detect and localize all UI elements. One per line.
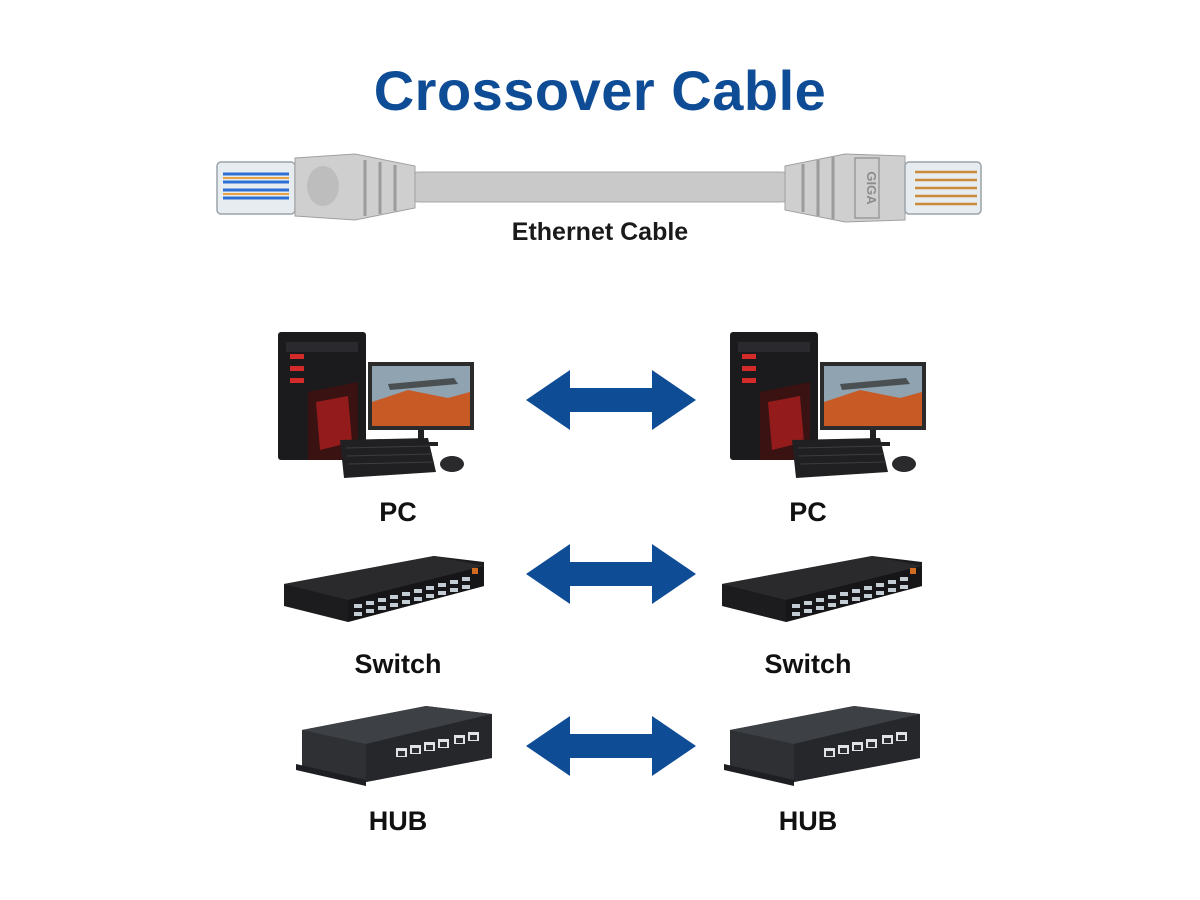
cable-label: Ethernet Cable — [511, 218, 689, 246]
switch-left-label: Switch — [354, 649, 442, 679]
page-title: Crossover Cable — [373, 59, 827, 122]
cable-boot-text: GIGA — [864, 171, 879, 205]
double-arrow-icon — [526, 716, 696, 776]
pc-right-image — [730, 332, 927, 479]
ethernet-cable-image: GIGA — [216, 153, 982, 223]
double-arrow-icon — [526, 544, 696, 604]
hub-left-image — [296, 706, 492, 786]
hub-right-label: HUB — [778, 806, 838, 836]
hub-left-label: HUB — [368, 806, 428, 836]
switch-right-image — [722, 556, 922, 622]
double-arrow-icon — [526, 370, 696, 430]
pc-left-image — [278, 332, 475, 479]
switch-left-image — [284, 556, 484, 622]
pc-right-label: PC — [789, 497, 827, 527]
pc-left-label: PC — [379, 497, 417, 527]
hub-right-image — [724, 706, 920, 786]
switch-right-label: Switch — [764, 649, 852, 679]
